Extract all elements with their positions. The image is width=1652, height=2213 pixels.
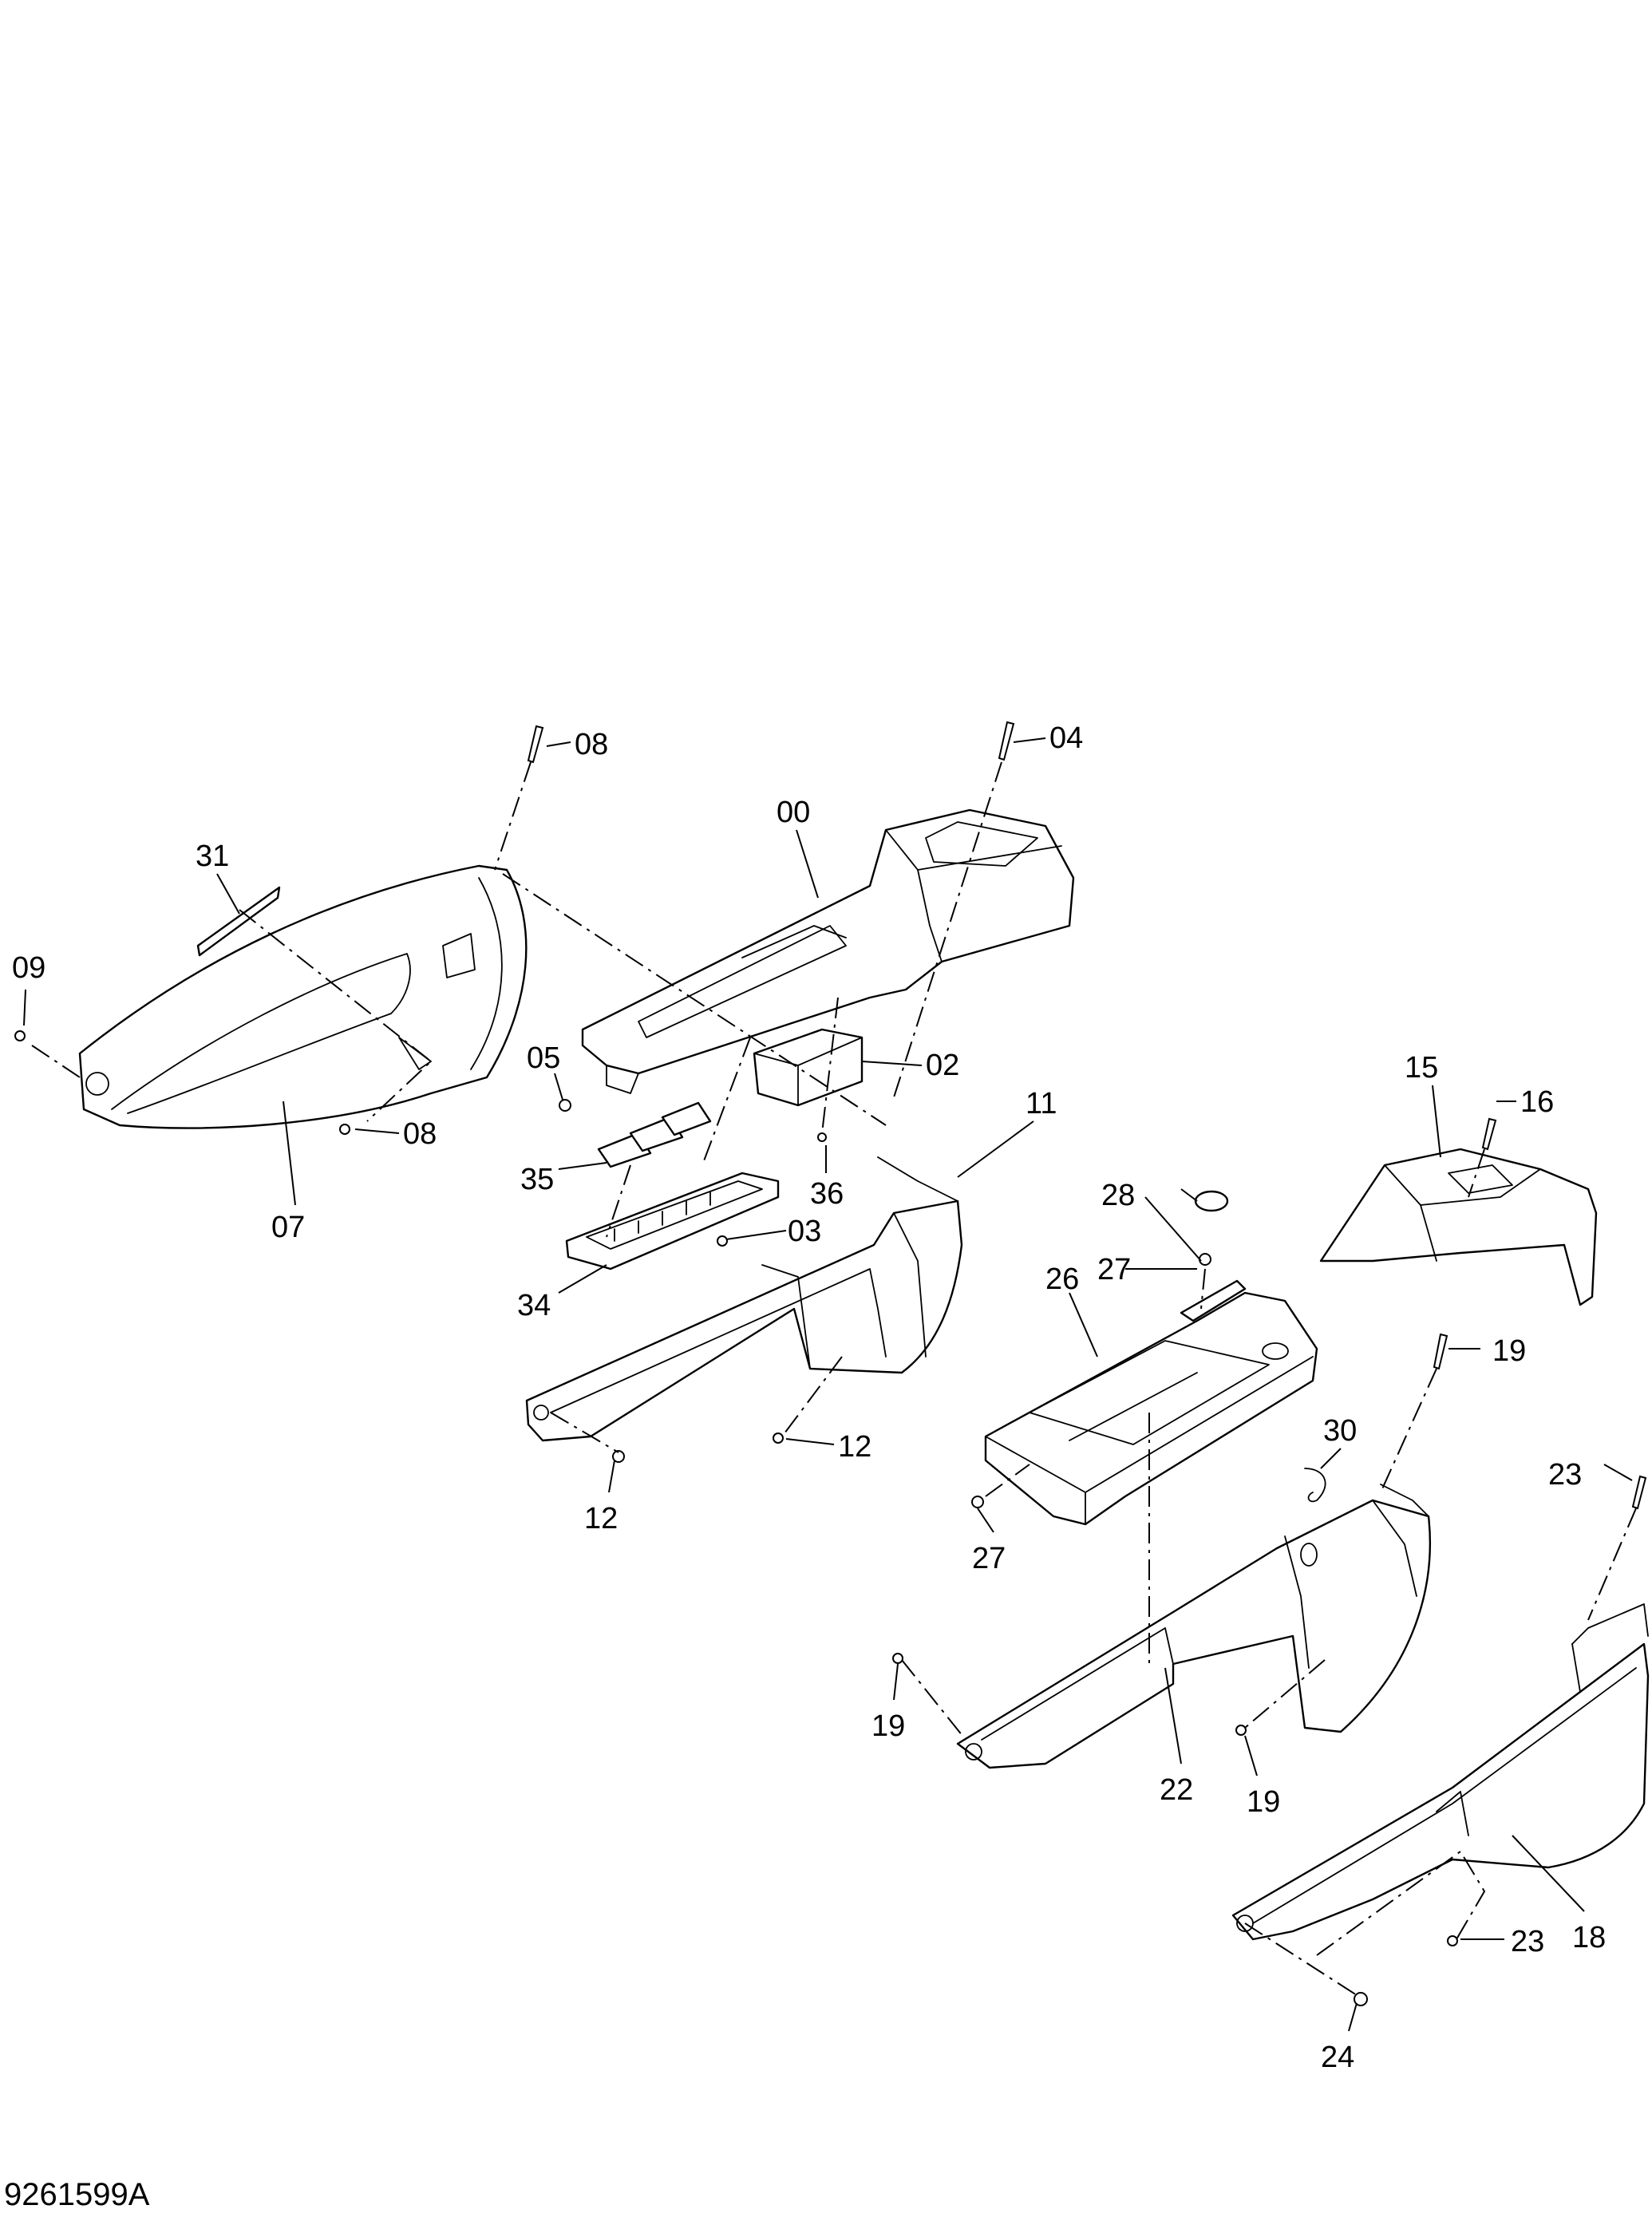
callout-34: 34 (517, 1289, 551, 1322)
part-22-right-lower-panel (956, 1484, 1432, 1769)
callout-27-bottom: 27 (972, 1542, 1006, 1575)
fastener-23-bottom (1447, 1935, 1458, 1946)
fastener-19-right (1235, 1725, 1247, 1736)
fastener-16 (1481, 1117, 1497, 1151)
callout-19-right: 19 (1247, 1785, 1280, 1819)
part-34-switch-panel (565, 1172, 780, 1270)
fastener-12-a (612, 1450, 625, 1463)
fastener-19-left (892, 1653, 903, 1664)
part-15-right-top-cover (1319, 1148, 1598, 1306)
leader-lines (23, 737, 1633, 2032)
callout-22: 22 (1160, 1773, 1193, 1807)
fastener-36 (817, 1132, 827, 1142)
callout-11: 11 (1026, 1087, 1057, 1120)
callout-27-top: 27 (1097, 1253, 1131, 1286)
callout-04: 04 (1049, 721, 1083, 755)
part-35-switch-blanks (597, 1101, 712, 1168)
fastener-05 (559, 1099, 571, 1112)
part-00-console-top (581, 808, 1075, 1094)
fastener-09 (14, 1030, 26, 1041)
fastener-08-top (527, 725, 544, 764)
callout-00: 00 (777, 796, 810, 829)
callout-08-top: 08 (575, 728, 608, 761)
callout-28: 28 (1101, 1179, 1135, 1212)
part-18-right-side-cover (1231, 1603, 1650, 1941)
callout-08-bottom: 08 (403, 1117, 437, 1151)
callout-16: 16 (1520, 1085, 1554, 1119)
part-31-decal (196, 886, 281, 957)
callout-02: 02 (926, 1049, 959, 1082)
fastener-27-bottom (971, 1496, 984, 1508)
part-28-plug (1194, 1190, 1229, 1212)
callout-18: 18 (1572, 1921, 1606, 1954)
fastener-12-b (773, 1433, 784, 1444)
fastener-08-bottom (339, 1124, 350, 1135)
part-30-hook (1304, 1468, 1326, 1503)
fastener-03 (717, 1235, 728, 1247)
callout-23-top: 23 (1548, 1458, 1582, 1492)
callout-26: 26 (1045, 1263, 1079, 1296)
fastener-23-top (1631, 1475, 1647, 1510)
callout-05: 05 (527, 1041, 560, 1075)
part-07-left-cover (78, 864, 528, 1129)
callout-19-left: 19 (871, 1709, 905, 1743)
callout-12-right: 12 (838, 1430, 871, 1464)
callout-labels: 00 02 03 04 05 07 08 08 09 11 12 12 15 1… (12, 721, 1606, 2074)
callout-12-left: 12 (584, 1502, 618, 1535)
callout-03: 03 (788, 1215, 821, 1248)
callout-31: 31 (196, 840, 229, 873)
figure-id: 9261599A (4, 2177, 150, 2212)
fastener-04 (998, 721, 1015, 761)
fasteners (14, 721, 1647, 2006)
callout-07: 07 (271, 1211, 305, 1244)
callout-23-bottom: 23 (1511, 1925, 1544, 1958)
callout-35: 35 (520, 1163, 554, 1196)
fastener-24 (1354, 1992, 1368, 2006)
fastener-19-top (1433, 1333, 1448, 1370)
callout-36: 36 (810, 1177, 844, 1211)
part-11-left-lower-panel (525, 1156, 963, 1442)
callout-30: 30 (1323, 1414, 1357, 1448)
assembly-centerlines (31, 761, 1637, 1996)
callout-24: 24 (1321, 2041, 1354, 2074)
fastener-27-top (1199, 1253, 1211, 1266)
callout-19-top: 19 (1492, 1334, 1526, 1368)
part-26-armrest-console (984, 1279, 1318, 1526)
callout-15: 15 (1405, 1051, 1438, 1085)
callout-09: 09 (12, 951, 45, 985)
part-02-tray (753, 1028, 864, 1107)
